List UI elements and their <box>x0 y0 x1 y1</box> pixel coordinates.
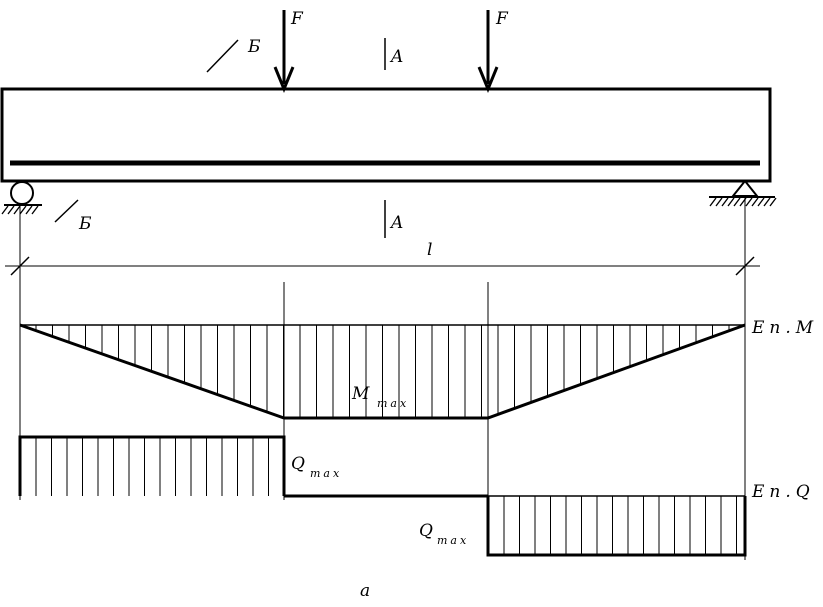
moment-max-label: M <box>351 384 370 404</box>
section-a-bottom-label: A <box>389 213 403 233</box>
ground-hatch-line <box>7 205 15 215</box>
moment-curve <box>19 323 746 420</box>
shear-diagram-label: Eп.Q <box>751 482 815 502</box>
section-a-top-label: A <box>389 47 403 67</box>
shear-lower-block <box>486 496 747 557</box>
shear-max-lower-label: Q <box>419 521 433 541</box>
ground-hatch-line <box>727 197 735 207</box>
moment-diagram-label: Eп.M <box>751 318 818 338</box>
shear-max-upper-label: Q <box>291 454 305 474</box>
beam <box>0 87 772 183</box>
ground-hatch-line <box>25 205 33 215</box>
span-dimension <box>5 256 760 276</box>
ground-hatch-line <box>31 205 39 215</box>
section-b-bottom-label: Б <box>78 214 92 234</box>
moment-diagram-hatching <box>35 325 730 418</box>
shear-diagram <box>18 435 747 557</box>
ground-hatch-line <box>709 197 717 207</box>
moment-max-subscript: max <box>377 397 409 410</box>
figure-caption: a <box>360 581 370 601</box>
force-right-arrow <box>477 10 499 93</box>
shear-diagram-hatching <box>35 437 737 555</box>
ground-hatch-line <box>19 205 27 215</box>
ground-hatch-line <box>763 197 771 207</box>
ground-hatch-line <box>721 197 729 207</box>
beam-body <box>0 87 772 183</box>
force-right-label: F <box>495 9 509 29</box>
force-left-label: F <box>290 9 304 29</box>
ground-hatch-line <box>1 205 9 215</box>
span-label: l <box>427 240 432 260</box>
ground-hatch-line <box>13 205 21 215</box>
force-left-arrow <box>273 10 295 93</box>
section-b-bottom-mark <box>54 199 79 223</box>
section-b-top-mark <box>206 39 239 73</box>
ground-hatch-line <box>715 197 723 207</box>
roller-support <box>1 181 42 215</box>
ground-hatch-line <box>745 197 753 207</box>
ground-hatch-line <box>769 197 777 207</box>
ground-hatch-line <box>757 197 765 207</box>
section-b-top-label: Б <box>247 37 261 57</box>
ground-hatch-line <box>751 197 759 207</box>
shear-upper-block <box>18 435 286 496</box>
shear-max-upper-subscript: max <box>310 467 342 480</box>
pin-support <box>709 179 777 207</box>
shear-max-lower-subscript: max <box>437 534 469 547</box>
moment-diagram <box>19 323 746 420</box>
ground-hatch-line <box>733 197 741 207</box>
